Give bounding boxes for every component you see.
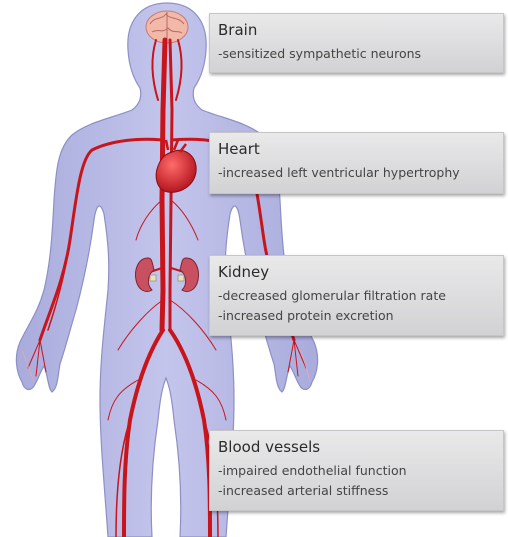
heart-organ <box>155 139 197 193</box>
heart-title: Heart <box>218 140 260 158</box>
blood-vessels-effect-1: -impaired endothelial function <box>218 463 407 478</box>
brain-info-box: Brain -sensitized sympathetic neurons <box>209 13 504 73</box>
hands <box>21 349 311 383</box>
kidneys-organ <box>135 257 199 293</box>
blood-vessels-info-box: Blood vessels -impaired endothelial func… <box>209 430 504 511</box>
blood-vessels-title: Blood vessels <box>218 438 321 456</box>
kidney-effect-1: -decreased glomerular filtration rate <box>218 288 446 303</box>
heart-info-box: Heart -increased left ventricular hypert… <box>209 132 504 194</box>
brain-effect-1: -sensitized sympathetic neurons <box>218 46 422 61</box>
blood-vessels-effect-2: -increased arterial stiffness <box>218 483 389 498</box>
kidney-info-box: Kidney -decreased glomerular filtration … <box>209 255 504 336</box>
brain-organ <box>145 10 189 44</box>
heart-effect-1: -increased left ventricular hypertrophy <box>218 165 460 180</box>
kidney-effect-2: -increased protein excretion <box>218 308 394 323</box>
brain-title: Brain <box>218 21 258 39</box>
kidney-title: Kidney <box>218 263 270 281</box>
